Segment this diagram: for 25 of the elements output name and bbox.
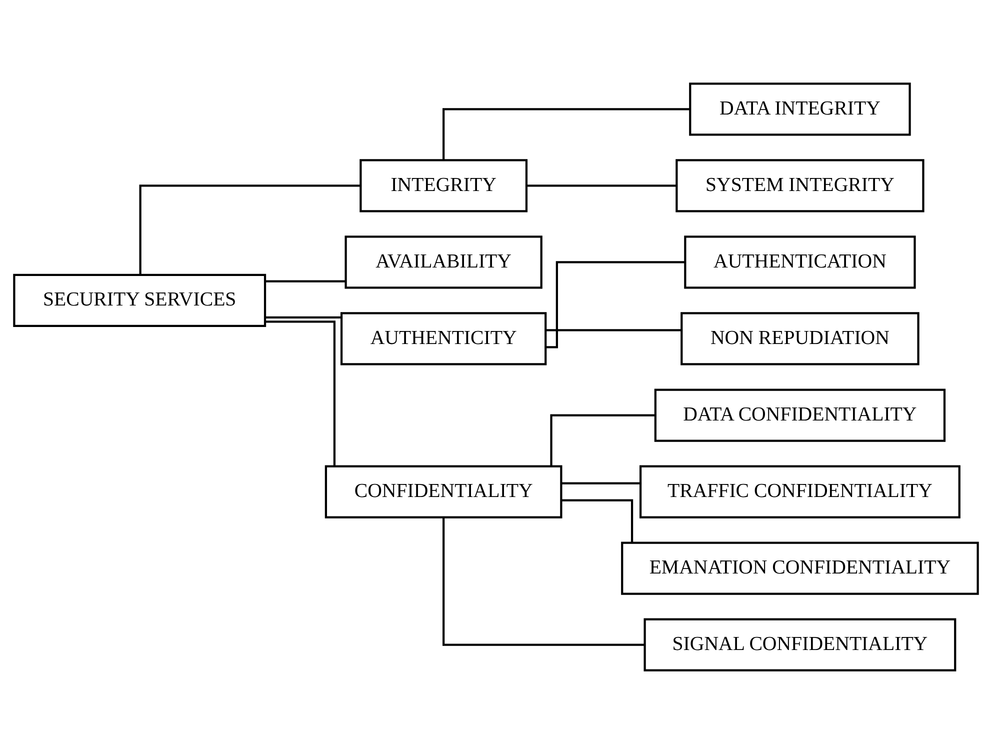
node-box: INTEGRITY xyxy=(360,158,528,212)
node-box: SECURITY SERVICES xyxy=(13,273,266,327)
connector xyxy=(442,517,645,646)
node-box: AUTHENTICATION xyxy=(684,235,916,288)
connector xyxy=(561,482,640,484)
node-box: AVAILABILITY xyxy=(344,235,542,288)
connector xyxy=(265,316,342,318)
connector xyxy=(265,320,336,466)
node-box: SIGNAL CONFIDENTIALITY xyxy=(644,618,956,671)
node-box: AUTHENTICITY xyxy=(340,312,547,365)
node-box: DATA CONFIDENTIALITY xyxy=(654,388,946,442)
node-box: DATA INTEGRITY xyxy=(689,82,911,136)
node-box: SYSTEM INTEGRITY xyxy=(676,158,924,212)
node-box: NON REPUDIATION xyxy=(680,312,920,365)
connector xyxy=(546,260,685,348)
connector xyxy=(526,184,676,186)
connector xyxy=(546,328,682,331)
connector xyxy=(139,184,360,274)
connector xyxy=(550,414,656,466)
node-box: CONFIDENTIALITY xyxy=(324,464,562,518)
node-box: EMANATION CONFIDENTIALITY xyxy=(621,541,979,594)
connector xyxy=(442,108,690,160)
connector xyxy=(561,498,634,542)
node-box: TRAFFIC CONFIDENTIALITY xyxy=(639,464,960,518)
connector xyxy=(265,280,346,282)
